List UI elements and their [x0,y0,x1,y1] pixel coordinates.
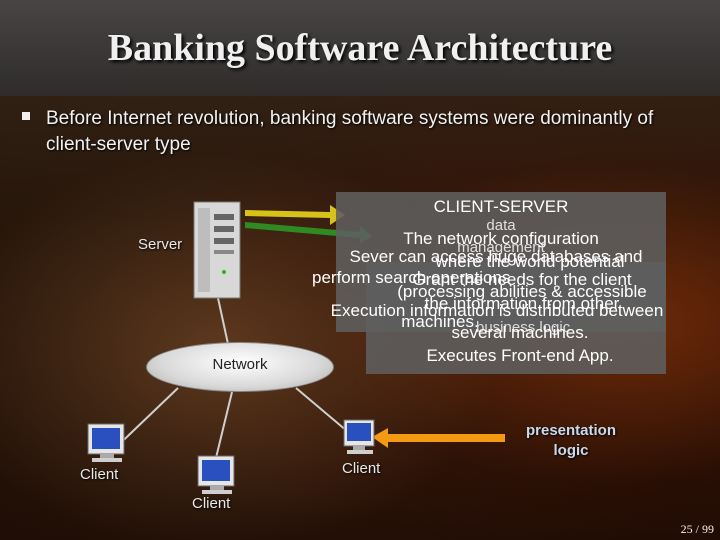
orange-arrow [372,428,505,448]
slide-title: Banking Software Architecture [107,27,613,69]
callout-execution-line2: machines. [401,312,479,331]
callout-business-logic: business logic [476,319,571,336]
callout-data-management-line2: management [457,239,545,256]
callout-sever-access-line2: perform search operations [312,268,511,287]
callout-client-processing-line2: (processing abilities & accessible [397,282,647,301]
network-ellipse [146,342,334,392]
callout-client-processing-line1: Grant the needs for the client [412,270,632,289]
server-tower-icon [193,201,241,299]
callout-execution-line1: Execution information is distributed bet… [330,301,664,320]
callout-box-lower [366,262,666,374]
computer-monitor-icon [343,419,375,454]
client-middle-network-link [214,391,233,463]
title-band [0,0,720,96]
network-label: Network [212,356,268,373]
callout-client-server: CLIENT-SERVER [433,197,569,216]
callout-client-processing-line3: the information from other [424,294,620,313]
callout-executes-frontend: Executes Front-end App. [426,346,614,365]
client-label-middle: Client [192,495,231,512]
page-number: 25 / 99 [680,522,714,536]
callout-execution-line3: several machines. [451,323,589,342]
callout-network-config-line1: The network configuration [403,229,599,248]
green-arrow [245,222,372,244]
server-label: Server [138,236,183,253]
bullet-text: Before Internet revolution, banking soft… [46,108,654,155]
computer-monitor-icon [197,455,235,494]
presentation-logic-label: presentation logic [506,421,636,461]
callout-sever-access-line1: Sever can access huge databases and [349,247,643,266]
yellow-arrow [245,205,345,225]
callout-network-config-line2: where the world potential [435,252,625,271]
bullet-marker [22,112,30,120]
presentation-logic-line2: logic [553,442,589,459]
client-label-left: Client [80,466,119,483]
computer-monitor-icon [87,423,125,462]
presentation-logic-line1: presentation [525,422,616,439]
server-network-link [217,297,229,345]
callout-data-management-line1: data [486,217,516,234]
client-label-right: Client [342,460,381,477]
